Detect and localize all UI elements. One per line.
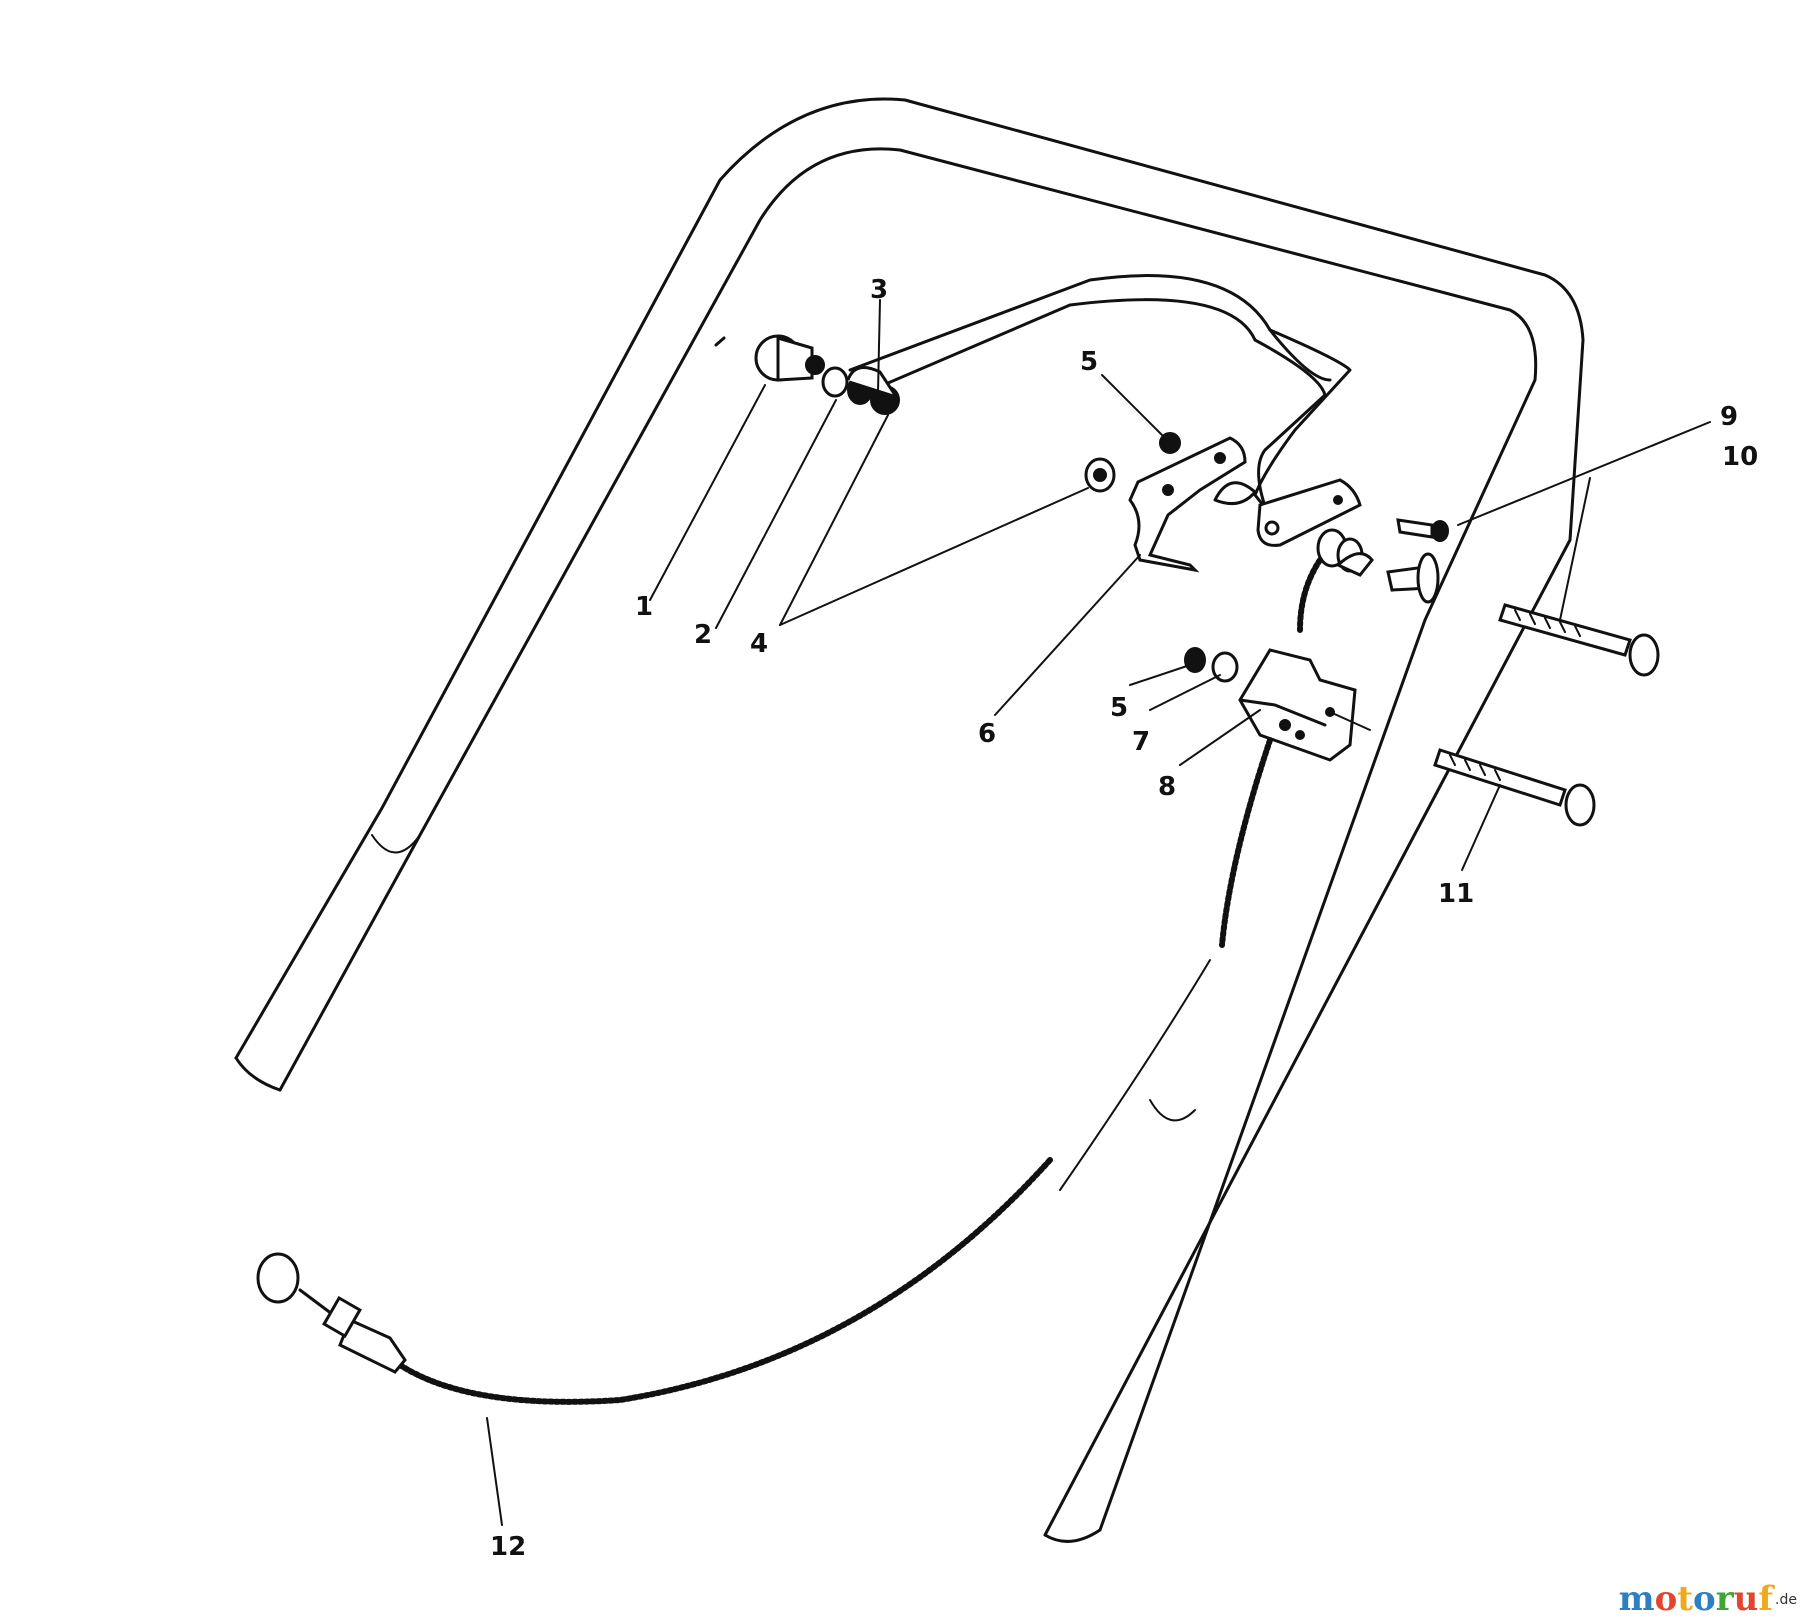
label-5-top: 5 <box>1080 347 1098 377</box>
callout-labels: 1 2 3 4 5 6 5 7 8 9 10 11 12 <box>490 275 1758 1562</box>
watermark-brand: motoruf <box>1619 1579 1776 1619</box>
part-7-washer <box>1211 651 1239 683</box>
label-2: 2 <box>694 620 712 650</box>
label-6: 6 <box>978 719 996 749</box>
part-11-bolt <box>1433 748 1596 827</box>
watermark-logo: motoruf .de <box>1619 1579 1797 1619</box>
label-5-lower: 5 <box>1110 693 1128 723</box>
handle-tube <box>234 97 1585 1543</box>
label-1: 1 <box>635 592 653 622</box>
left-pivot-parts <box>714 334 900 415</box>
part-8-clamp <box>1238 648 1371 762</box>
right-pivot-parts <box>1084 432 1440 604</box>
label-7: 7 <box>1132 727 1150 757</box>
part-12-cable <box>256 557 1323 1405</box>
label-11: 11 <box>1438 879 1474 909</box>
label-4: 4 <box>750 629 768 659</box>
part-10-bolt <box>1498 603 1660 677</box>
part-5-nut-lower <box>1184 647 1206 673</box>
part-6-lever <box>1128 436 1257 573</box>
label-9: 9 <box>1720 402 1738 432</box>
label-12: 12 <box>490 1532 526 1562</box>
label-10: 10 <box>1722 442 1758 472</box>
label-3: 3 <box>870 275 888 305</box>
bracket-plate <box>1256 478 1362 547</box>
part-9-screw <box>1396 518 1449 542</box>
leader-lines <box>486 299 1711 1526</box>
label-8: 8 <box>1158 772 1176 802</box>
watermark-suffix: .de <box>1775 1592 1797 1608</box>
control-bail <box>848 274 1352 522</box>
